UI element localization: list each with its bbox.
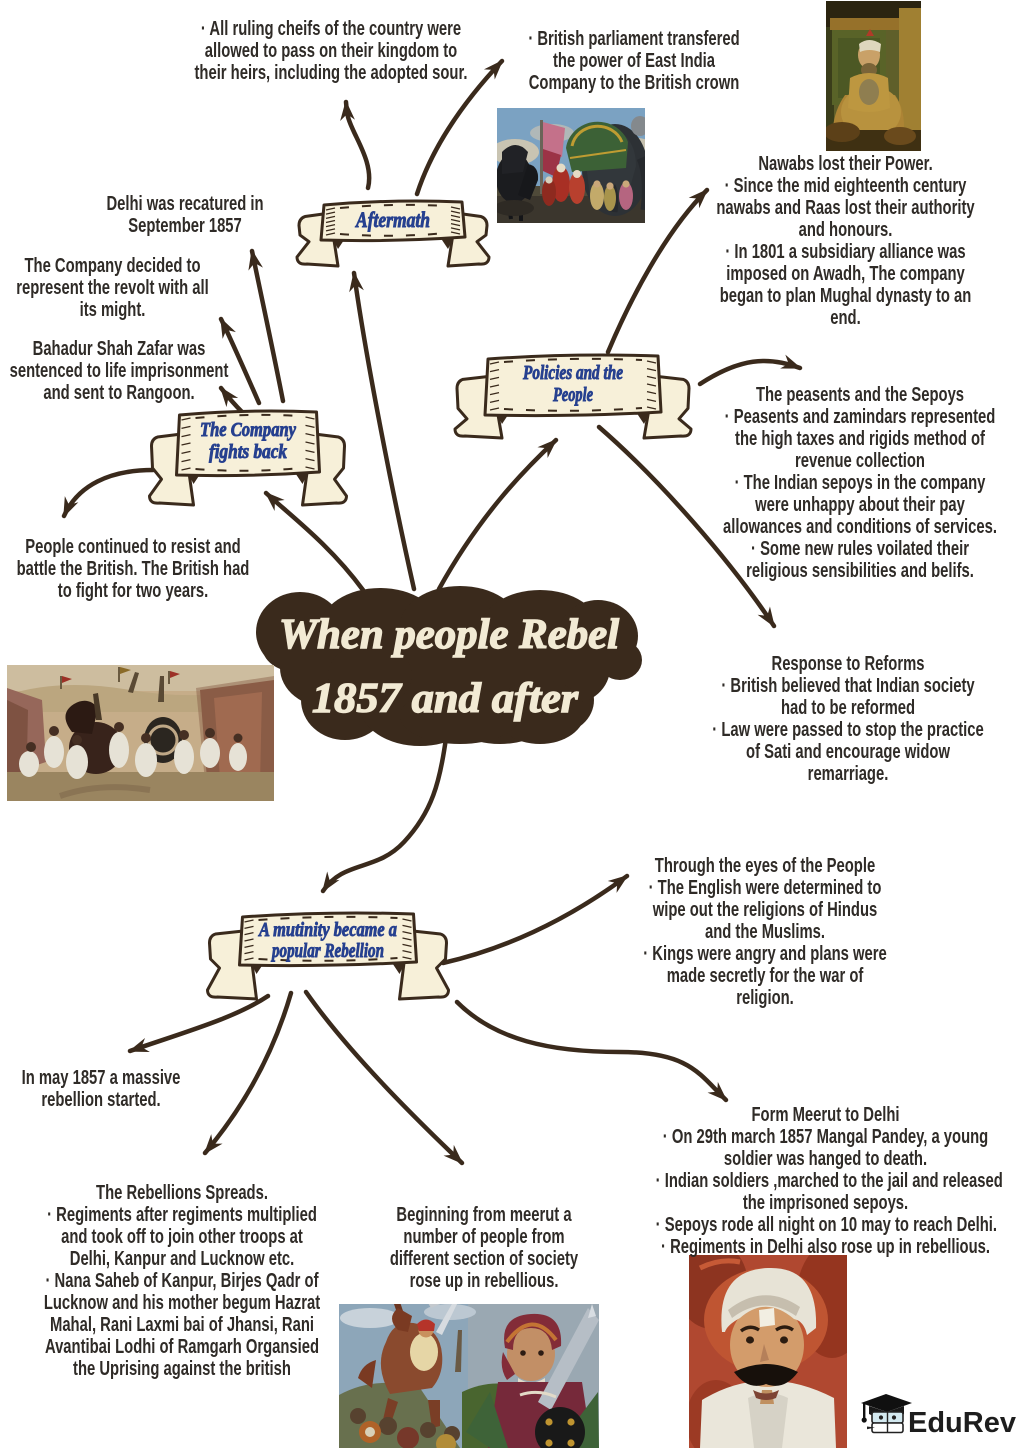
svg-text:1857 and after: 1857 and after: [312, 676, 579, 722]
svg-text:The Company: The Company: [200, 419, 296, 441]
svg-text:EduRev: EduRev: [908, 1407, 1016, 1439]
svg-text:Policies and the: Policies and the: [522, 362, 623, 384]
svg-text:fights back: fights back: [209, 441, 287, 463]
svg-text:People: People: [552, 384, 593, 406]
svg-text:A mutinity became a: A mutinity became a: [257, 919, 397, 941]
svg-text:When people Rebel: When people Rebel: [279, 612, 619, 658]
svg-text:Aftermath: Aftermath: [354, 207, 430, 232]
svg-text:popular Rebellion: popular Rebellion: [270, 940, 384, 962]
